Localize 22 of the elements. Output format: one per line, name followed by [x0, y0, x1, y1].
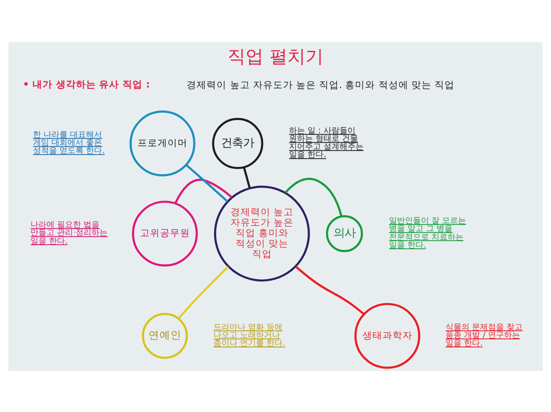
node-circle: 의사: [326, 214, 363, 252]
connector: [186, 164, 228, 202]
node-label: 하는 일 : 사람들이 원하는 형태로 건물 지어주고 설계해주는 일을 한다.: [289, 124, 364, 159]
connector: [242, 166, 251, 188]
node-circle: 경제력이 높고 자유도가 높은 직업 흥미와 적성이 맞는 직업: [214, 185, 310, 282]
connector: [295, 265, 365, 314]
label: 경제력이 높고 자유도가 높은 직업. 흥미와 적성에 맞는 직업: [186, 80, 454, 91]
node-circle: 프로게이머: [130, 110, 196, 176]
label: • 내가 생각하는 유사 직업 :: [22, 78, 150, 90]
node-label: 한 나라를 대표해서 게임 대회에서 좋은 성적을 얻도록 한다.: [33, 128, 105, 155]
node-circle: 생태과학자: [354, 302, 420, 368]
node-label: 드라마나 영화 등에 나오고 노래하거나 춤이나 연기를 한다.: [213, 320, 286, 348]
node-label: 나라에 필요한 법을 만들고 관리·정리하는 일을 한다.: [30, 218, 108, 245]
connector: [174, 178, 233, 204]
node-label: 일반인들이 잘 모르는 병을 알고 그 병을 전문적으로 치료하는 일을 한다.: [388, 214, 466, 249]
node-label: 식물의 문제점을 찾고 품종 개발 / 연구하는 일을 한다.: [446, 320, 523, 348]
node-circle: 연예인: [142, 312, 188, 358]
connector: [284, 177, 342, 216]
connector: [178, 266, 229, 319]
diagram-title: 직업 펼치기: [228, 46, 324, 68]
node-circle: 고위공무원: [132, 200, 198, 266]
node-circle: 건축가: [212, 117, 264, 169]
